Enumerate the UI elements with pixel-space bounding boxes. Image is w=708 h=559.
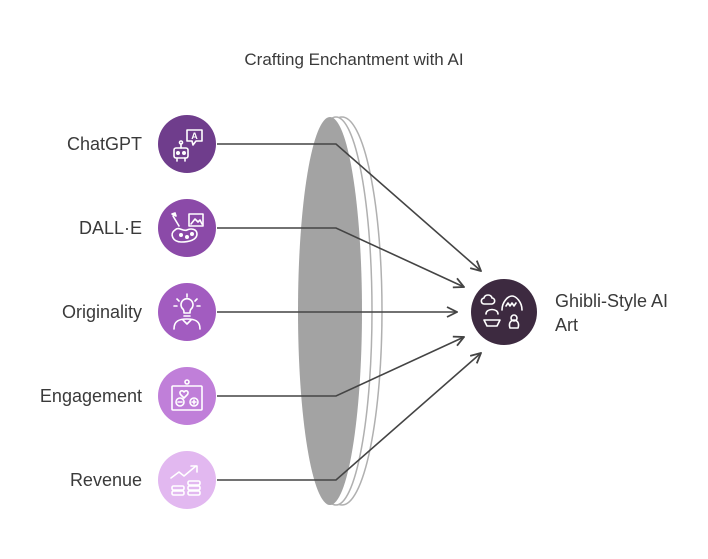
connector-revenue xyxy=(217,353,481,481)
source-node-revenue xyxy=(158,451,216,509)
source-node-engagement xyxy=(158,367,216,425)
connector-engagement xyxy=(217,337,464,397)
source-node-chatgpt: A xyxy=(158,115,216,173)
lens xyxy=(298,116,383,506)
source-label-dalle: DALL·E xyxy=(78,218,142,238)
target-label: Ghibli-Style AI Art xyxy=(555,291,669,335)
svg-text:A: A xyxy=(191,131,198,141)
lightbulb-person-icon xyxy=(173,293,201,330)
paint-palette-icon xyxy=(171,212,204,243)
diagram-title: Crafting Enchantment with AI xyxy=(244,50,464,69)
feedback-board-icon xyxy=(171,379,203,411)
robot-chat-icon: A xyxy=(173,129,203,162)
source-label-engagement: Engagement xyxy=(39,386,142,406)
source-label-originality: Originality xyxy=(61,302,142,322)
growth-coins-icon xyxy=(170,465,201,496)
connector-dalle xyxy=(217,227,464,287)
source-node-dalle xyxy=(158,199,216,257)
source-label-chatgpt: ChatGPT xyxy=(66,134,142,154)
target-node xyxy=(471,279,537,345)
connector-chatgpt xyxy=(217,143,481,271)
ghibli-scene-icon xyxy=(480,294,523,329)
connectors xyxy=(217,143,481,481)
source-label-revenue: Revenue xyxy=(69,470,142,490)
source-node-originality xyxy=(158,283,216,341)
